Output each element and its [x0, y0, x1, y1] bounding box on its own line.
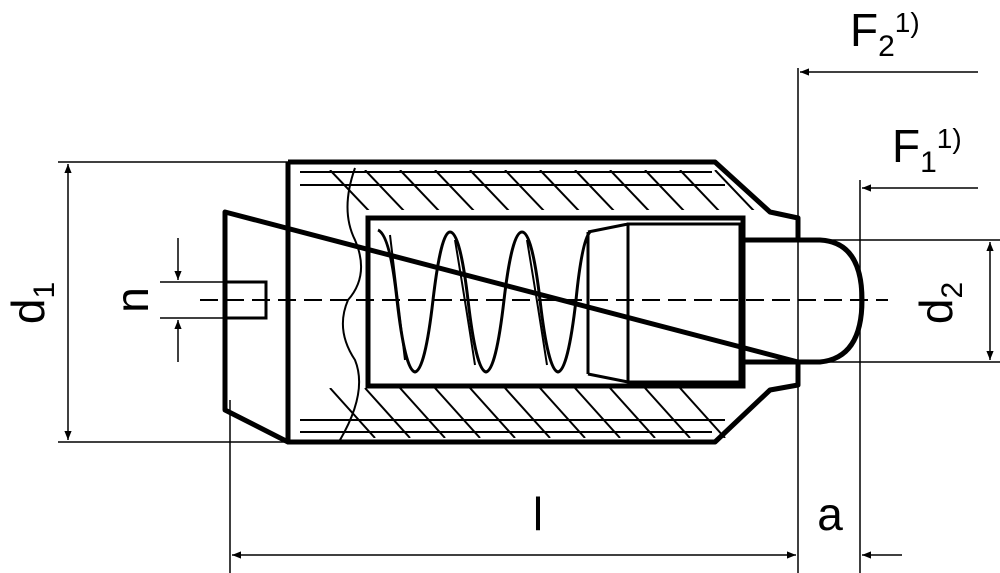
n-label: n [106, 287, 158, 313]
l-label: l [533, 488, 543, 540]
upper-wall-hatching [329, 170, 755, 210]
d1-label: d1 [2, 282, 61, 324]
a-label: a [817, 488, 843, 540]
d2-label: d2 [910, 282, 969, 324]
plunger-pin [586, 222, 742, 384]
dimension-lines [64, 68, 994, 559]
f2-label: F21) [850, 4, 920, 63]
break-line [339, 167, 363, 441]
f1-label: F11) [892, 120, 962, 179]
lower-wall-hatching [329, 388, 726, 438]
compression-spring [377, 228, 592, 374]
extension-lines [58, 68, 1000, 573]
inner-bore [365, 215, 746, 389]
thread-root-lines [300, 171, 725, 433]
